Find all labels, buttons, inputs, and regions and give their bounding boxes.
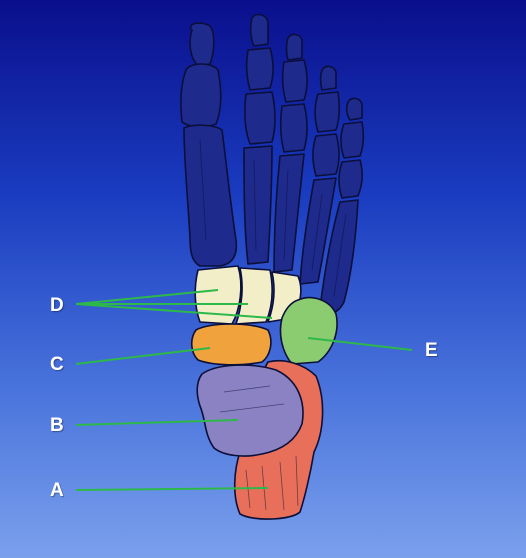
leader-a (75, 487, 269, 491)
label-c: C (50, 354, 64, 375)
leader-c (75, 347, 211, 365)
toe-2 (243, 13, 276, 265)
cuneiforms-region (194, 265, 302, 325)
toe-4 (299, 65, 341, 285)
label-d: D (50, 295, 64, 316)
shading-hatches (199, 139, 347, 511)
leader-d-3 (75, 303, 273, 319)
toe-1 (180, 22, 238, 267)
leader-d-1 (75, 289, 219, 305)
toe-3 (273, 33, 308, 273)
toe-5 (319, 97, 365, 315)
leader-lines (75, 289, 413, 491)
navicular-bone (190, 323, 272, 366)
label-b: B (50, 415, 64, 436)
label-a: A (50, 480, 64, 501)
leader-e (307, 337, 413, 351)
label-e: E (425, 340, 438, 361)
cuboid-bone (279, 296, 338, 365)
leader-b (75, 419, 239, 426)
talus-bone (196, 364, 304, 457)
